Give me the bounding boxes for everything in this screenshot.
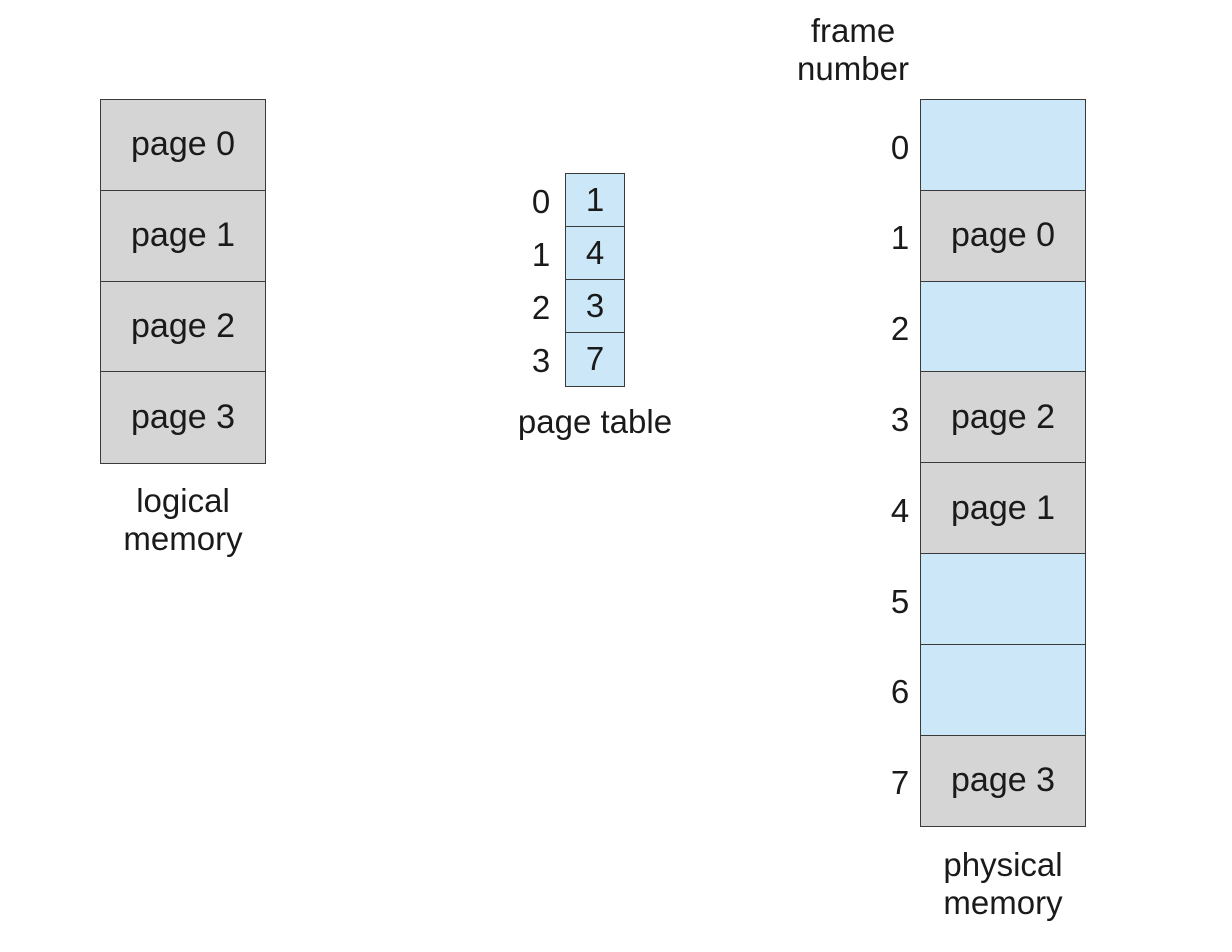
logical-memory-stack: page 0 page 1 page 2 page 3 (100, 99, 266, 464)
frame-number-0: 0 (890, 129, 910, 166)
page-table-index-3: 3 (531, 342, 551, 379)
page-table-index-1: 1 (531, 236, 551, 273)
physical-frame-1: page 0 (921, 190, 1085, 282)
physical-frame-6 (921, 644, 1085, 736)
page-table: 1 4 3 7 (565, 173, 625, 387)
frame-number-2: 2 (890, 310, 910, 347)
logical-memory-caption-line2: memory (123, 520, 243, 557)
physical-frame-2 (921, 281, 1085, 373)
frame-number-4: 4 (890, 492, 910, 529)
page-table-caption: page table (517, 403, 673, 440)
physical-memory-caption: physical memory (903, 846, 1103, 922)
logical-page-1: page 1 (101, 190, 265, 282)
logical-page-3: page 3 (101, 372, 265, 463)
frame-number-5: 5 (890, 583, 910, 620)
page-table-index-2: 2 (531, 289, 551, 326)
frame-number-header-line2: number (797, 50, 909, 87)
page-table-index-0: 0 (531, 183, 551, 220)
physical-frame-7: page 3 (921, 735, 1085, 827)
physical-memory-caption-line1: physical (943, 846, 1063, 883)
physical-frame-5 (921, 553, 1085, 645)
logical-page-2: page 2 (101, 281, 265, 373)
frame-number-header: frame number (773, 12, 933, 88)
frame-number-3: 3 (890, 401, 910, 438)
logical-page-0: page 0 (101, 100, 265, 191)
physical-frame-3: page 2 (921, 372, 1085, 464)
logical-memory-caption-line1: logical (136, 482, 230, 519)
physical-memory-stack: page 0 page 2 page 1 page 3 (920, 99, 1086, 827)
physical-memory-caption-line2: memory (943, 884, 1063, 921)
physical-frame-4: page 1 (921, 463, 1085, 554)
frame-number-6: 6 (890, 673, 910, 710)
physical-frame-0 (921, 100, 1085, 191)
frame-number-header-line1: frame (810, 12, 896, 49)
logical-memory-caption: logical memory (83, 482, 283, 558)
frame-number-7: 7 (890, 764, 910, 801)
page-table-entry-2: 3 (566, 279, 624, 333)
page-table-entry-1: 4 (566, 226, 624, 280)
page-table-entry-3: 7 (566, 332, 624, 386)
page-table-entry-0: 1 (566, 174, 624, 227)
frame-number-1: 1 (890, 219, 910, 256)
